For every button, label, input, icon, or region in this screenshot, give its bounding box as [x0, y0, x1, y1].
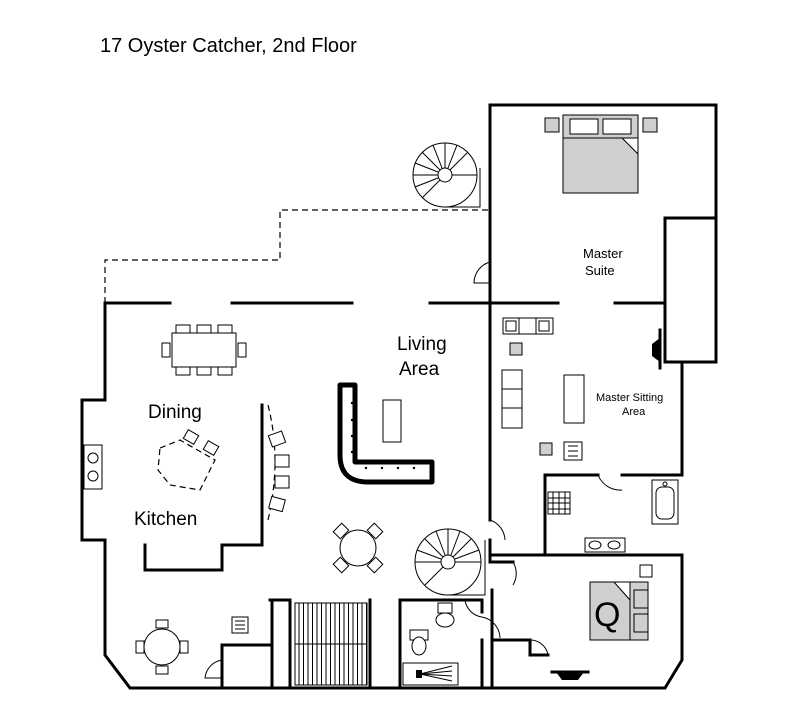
room-label-master-sitting-line2: Area	[622, 406, 646, 418]
room-label-master-suite: Master	[583, 246, 623, 261]
room-label-kitchen: Kitchen	[134, 509, 197, 530]
spiral-stair-lower	[414, 528, 486, 596]
master-bath	[547, 479, 679, 553]
hall-bath	[402, 602, 459, 686]
sitting-furniture	[501, 317, 662, 461]
interior-walls	[143, 261, 684, 690]
room-label-living-line2: Area	[399, 359, 440, 380]
spiral-stair-upper	[412, 142, 481, 208]
deck-outline	[104, 209, 490, 303]
living-round-table	[332, 522, 384, 574]
living-sectional	[337, 382, 435, 485]
dining-table	[161, 324, 247, 376]
room-label-living: Living	[397, 334, 447, 355]
corner-round-table	[135, 616, 249, 675]
straight-stairs	[294, 602, 368, 686]
plan-title: 17 Oyster Catcher, 2nd Floor	[100, 35, 357, 57]
room-label-dining: Dining	[148, 402, 202, 423]
queen-bed: Q	[550, 564, 653, 680]
master-bed	[544, 114, 658, 194]
room-label-master-suite-line2: Suite	[585, 263, 615, 278]
bed-size-marker: Q	[594, 596, 620, 634]
room-label-master-sitting: Master Sitting	[596, 392, 663, 404]
kitchen-fixtures	[83, 404, 290, 521]
exterior-walls	[80, 103, 718, 690]
